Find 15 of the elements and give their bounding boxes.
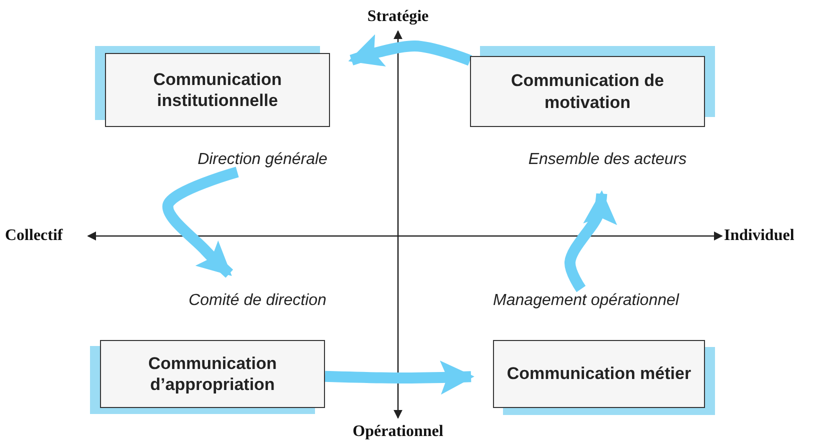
caption-text: Ensemble des acteurs: [500, 148, 715, 172]
axis-label: Stratégie: [367, 8, 429, 26]
axis-label: Collectif: [5, 227, 63, 245]
curved-arrow: [162, 166, 239, 278]
curved-arrow: [348, 34, 472, 67]
text-box: Communication d’appropriation: [100, 340, 325, 408]
text-box: Communication de motivation: [470, 56, 705, 127]
text-box: Communication métier: [493, 340, 705, 408]
text-box: Communication institutionnelle: [105, 53, 330, 127]
caption-text: Comité de direction: [160, 289, 355, 313]
axis-label: Opérationnel: [352, 423, 444, 441]
caption-text: Direction générale: [165, 148, 360, 172]
caption-text: Management opérationnel: [462, 289, 710, 313]
curved-arrow: [324, 360, 474, 395]
axis-label: Individuel: [724, 227, 794, 245]
